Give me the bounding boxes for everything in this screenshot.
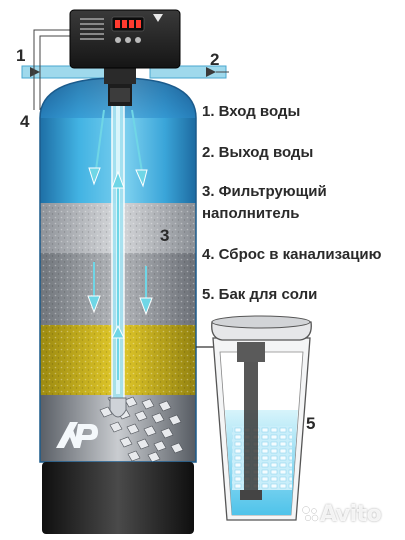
marker-2: 2 (210, 50, 220, 69)
brine-tank (211, 315, 312, 521)
legend-drain: 4. Сброс в канализацию (202, 246, 382, 263)
avito-watermark: Avito (320, 502, 382, 527)
legend-water-inlet: 1. Вход воды (202, 103, 301, 120)
flow-arrows (87, 109, 153, 380)
avito-logo-icon (302, 506, 319, 522)
marker-4: 4 (20, 112, 30, 131)
marker-1: 1 (16, 46, 26, 65)
legend-salt-tank: 5. Бак для соли (202, 286, 318, 303)
legend-water-outlet: 2. Выход воды (202, 144, 314, 161)
control-valve (69, 9, 181, 106)
marker-5: 5 (306, 414, 316, 433)
tank-base (42, 462, 194, 534)
legend-filter-media-line1: 3. Фильтрующий (202, 183, 327, 200)
marker-3: 3 (160, 226, 170, 245)
brand-logo (56, 422, 98, 448)
legend-filter-media-line2: наполнитель (202, 205, 300, 222)
